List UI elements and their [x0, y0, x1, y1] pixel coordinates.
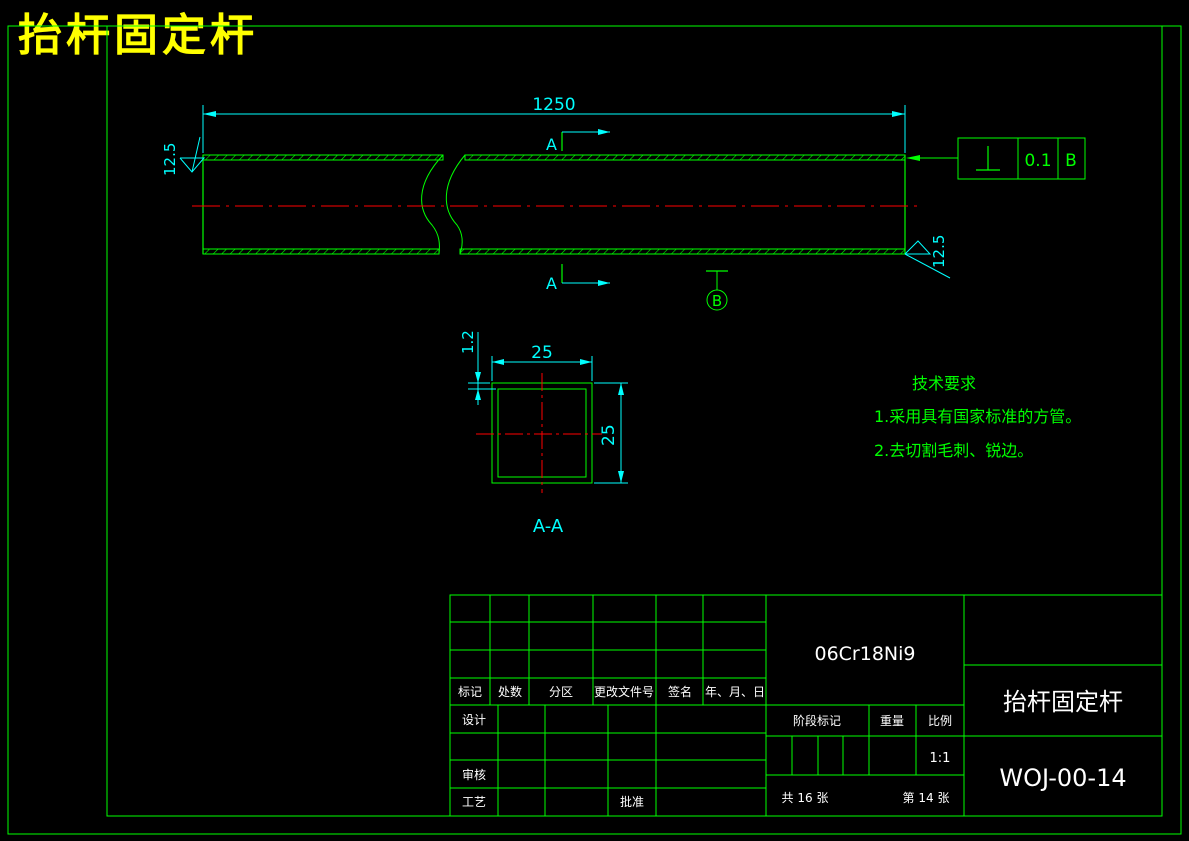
- break-line-right: [445, 154, 466, 255]
- tb-scale-value: 1:1: [930, 751, 951, 766]
- tolerance-datum: B: [1065, 151, 1077, 171]
- title-block-grid: [449, 594, 1163, 817]
- tb-scale-label: 比例: [928, 714, 952, 728]
- section-cut-bottom: [561, 264, 610, 286]
- tb-design: 设计: [462, 713, 486, 727]
- tb-header-date: 年、月、日: [705, 685, 765, 699]
- section-label: A-A: [533, 516, 564, 537]
- length-dimension: [202, 105, 906, 153]
- cross-section-view: [476, 373, 602, 493]
- tb-approve: 批准: [620, 794, 644, 809]
- tb-total-sheets: 共 16 张: [782, 791, 829, 805]
- wall-thickness-dimension: [468, 332, 496, 405]
- tb-header-mark: 标记: [458, 685, 482, 699]
- tb-material: 06Cr18Ni9: [814, 643, 915, 665]
- tb-header-change-doc: 更改文件号: [594, 684, 654, 699]
- tb-weight: 重量: [880, 714, 904, 728]
- section-height-label: 25: [599, 424, 619, 446]
- tolerance-value: 0.1: [1024, 151, 1051, 171]
- section-width-dimension: [491, 356, 593, 381]
- tb-header-signature: 签名: [668, 684, 692, 699]
- tube-view: [192, 154, 920, 255]
- tech-notes-line-2: 2.去切割毛刺、锐边。: [874, 441, 1033, 460]
- wall-thickness-label: 1.2: [459, 330, 477, 354]
- tb-part-name: 抬杆固定杆: [1003, 688, 1123, 716]
- tb-stage-mark: 阶段标记: [793, 713, 841, 728]
- length-dimension-label: 1250: [532, 95, 575, 115]
- tb-process: 工艺: [462, 795, 486, 809]
- geometric-tolerance-frame: [906, 137, 1086, 180]
- tb-drawing-number: WOJ-00-14: [999, 764, 1126, 792]
- section-width-label: 25: [531, 343, 553, 363]
- tb-header-count: 处数: [498, 684, 522, 699]
- roughness-label-right: 12.5: [930, 235, 948, 268]
- roughness-symbol-right: [904, 240, 951, 279]
- datum-symbol: [706, 270, 728, 311]
- tb-review: 审核: [462, 767, 486, 782]
- roughness-symbol-left: [179, 136, 206, 173]
- section-cut-bottom-letter: A: [546, 274, 557, 293]
- section-height-dimension: [594, 382, 628, 484]
- roughness-label-left: 12.5: [161, 143, 179, 176]
- datum-letter: B: [712, 292, 722, 310]
- tech-notes-line-1: 1.采用具有国家标准的方管。: [874, 407, 1081, 426]
- drawing-title: 抬杆固定杆: [18, 10, 258, 61]
- section-cut-top: [561, 129, 610, 151]
- tb-header-zone: 分区: [549, 685, 573, 699]
- break-line-left: [421, 154, 444, 255]
- tech-notes-heading: 技术要求: [912, 374, 976, 393]
- section-cut-top-letter: A: [546, 135, 557, 154]
- tb-sheet-number: 第 14 张: [903, 791, 950, 805]
